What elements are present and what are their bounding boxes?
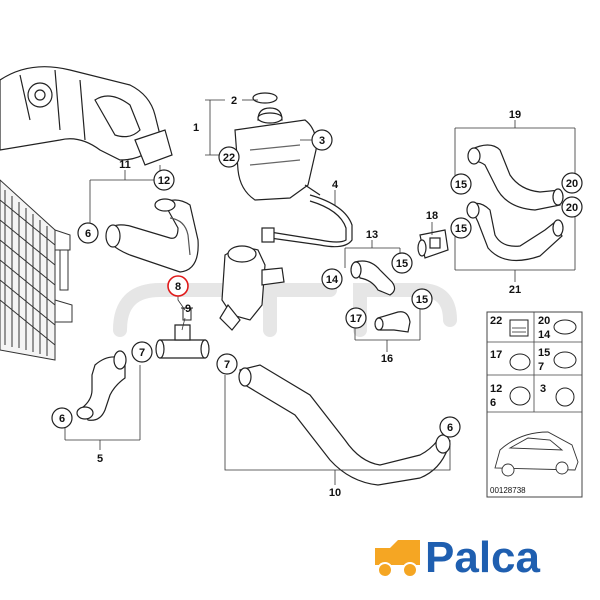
clamp-icon-large [509, 386, 531, 406]
callout-20b: 20 [566, 202, 578, 214]
clamp-icon [553, 319, 577, 335]
callout-2: 2 [231, 95, 237, 107]
legend-15: 15 [538, 347, 550, 359]
callout-14: 14 [326, 274, 339, 286]
callout-8: 8 [175, 281, 181, 293]
hose-5 [76, 350, 127, 421]
callout-circles [51, 129, 583, 438]
callout-22: 22 [223, 152, 235, 164]
callout-6c: 6 [447, 422, 453, 434]
legend-6: 6 [490, 397, 496, 409]
hose-4 [261, 194, 353, 248]
valve-18 [417, 229, 449, 259]
legend-14: 14 [538, 329, 551, 341]
callout-13: 13 [366, 229, 378, 241]
cap-icon [555, 387, 575, 407]
legend-22: 22 [490, 315, 502, 327]
callout-4: 4 [332, 179, 339, 191]
callout-17: 17 [350, 313, 362, 325]
palca-logo: Palca [375, 533, 541, 582]
highlight-circle-8 [167, 275, 189, 297]
t-piece-9 [155, 324, 210, 359]
legend-20: 20 [538, 315, 550, 327]
callout-15a: 15 [396, 258, 408, 270]
callout-16: 16 [381, 353, 393, 365]
callout-7b: 7 [224, 359, 230, 371]
clamp-icon-medium [553, 351, 577, 369]
diagram-code: 00128738 [490, 486, 526, 495]
callout-21: 21 [509, 284, 521, 296]
callout-19: 19 [509, 109, 521, 121]
callout-labels: 1 2 3 22 4 11 12 6 8 9 7 7 6 5 6 10 13 1… [59, 95, 578, 499]
callout-20a: 20 [566, 178, 578, 190]
truck-icon [375, 540, 420, 578]
thermostat-housing [219, 245, 285, 331]
screw-plug [181, 307, 193, 321]
logo-text: Palca [425, 533, 541, 582]
callout-15c: 15 [455, 179, 467, 191]
callout-1: 1 [193, 122, 199, 134]
callout-7a: 7 [139, 347, 145, 359]
callout-12: 12 [158, 175, 170, 187]
callout-6a: 6 [85, 228, 91, 240]
hose-14 [350, 260, 396, 296]
callout-6b: 6 [59, 413, 65, 425]
legend-12: 12 [490, 383, 502, 395]
hose-19 [467, 144, 564, 211]
car-icon [494, 431, 579, 477]
clamp-icon-small [509, 353, 531, 371]
callout-10: 10 [329, 487, 341, 499]
hose-11 [105, 198, 199, 273]
callout-18: 18 [426, 210, 438, 222]
legend-17: 17 [490, 349, 502, 361]
callout-15b: 15 [416, 294, 428, 306]
hose-21 [466, 201, 564, 262]
hose-10 [238, 364, 451, 486]
expansion-tank [234, 92, 321, 201]
engine-block [0, 66, 173, 166]
callout-9: 9 [185, 303, 191, 315]
parts-legend: 22 20 14 17 15 7 12 6 3 00128738 [486, 311, 583, 498]
callout-5: 5 [97, 453, 103, 465]
callout-11: 11 [119, 159, 131, 171]
radiator [0, 179, 73, 361]
legend-3: 3 [540, 383, 546, 395]
callout-3: 3 [319, 135, 325, 147]
legend-7: 7 [538, 361, 544, 373]
hose-16 [374, 311, 411, 333]
callout-15d: 15 [455, 223, 467, 235]
